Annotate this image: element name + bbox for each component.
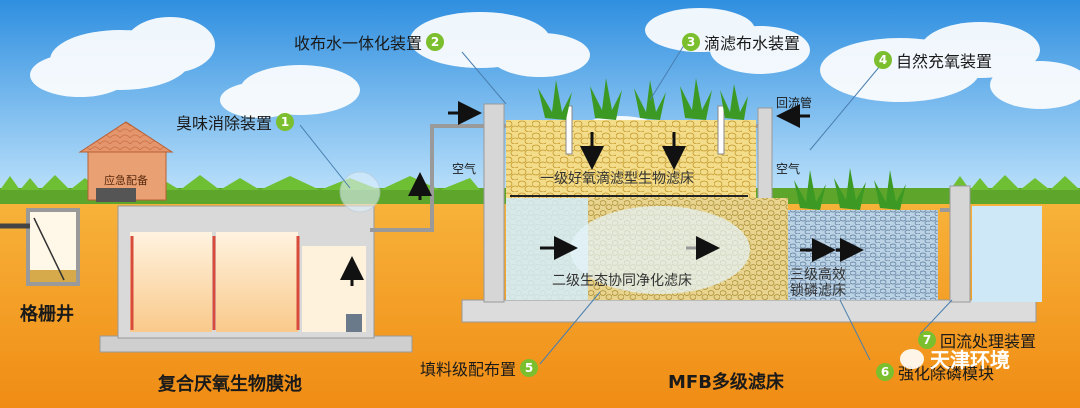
callout-5-badge: 5 [520, 359, 539, 377]
watermark-text: 天津环境 [930, 348, 1010, 372]
anaerobic-tank [99, 205, 413, 353]
callout-5: 填料级配布置 5 [420, 356, 539, 380]
callout-4: 4 自然充氧装置 [874, 48, 992, 72]
callout-4-badge: 4 [874, 51, 892, 69]
mfb-filter [461, 103, 1042, 323]
callout-3-text: 滴滤布水装置 [704, 34, 801, 53]
callout-3-badge: 3 [682, 33, 700, 51]
callout-2-text: 收布水一体化装置 [294, 34, 423, 53]
watermark: 天津环境 [900, 344, 1010, 373]
callout-5-text: 填料级配布置 [420, 360, 517, 379]
label-emergency: 应急配备 [104, 174, 148, 187]
label-air-right: 空气 [776, 162, 801, 176]
label-stage1: 一级好氧滴滤型生物滤床 [540, 171, 694, 187]
grating-well [0, 208, 80, 286]
callout-7-badge: 7 [918, 331, 936, 349]
wechat-icon [900, 348, 924, 369]
leader-lines [299, 41, 953, 365]
label-mfb-filter: MFB多级滤床 [668, 372, 784, 393]
callout-6-text: 强化除磷模块 [898, 364, 995, 383]
label-grating-well: 格栅井 [20, 304, 74, 325]
callout-7-text: 回流处理装置 [940, 332, 1037, 351]
callout-3: 3 滴滤布水装置 [682, 30, 800, 54]
label-stage2: 二级生态协同净化滤床 [552, 273, 692, 289]
label-stage3-line2: 锁磷滤床 [790, 283, 846, 299]
callout-1: 臭味消除装置 1 [176, 110, 295, 134]
callout-4-text: 自然充氧装置 [896, 52, 993, 71]
callout-6-badge: 6 [876, 363, 894, 381]
callout-1-badge: 1 [276, 113, 295, 131]
callout-6: 6 强化除磷模块 [876, 360, 994, 384]
callout-1-text: 臭味消除装置 [176, 114, 273, 133]
callout-2: 收布水一体化装置 2 [294, 30, 445, 54]
callout-7: 7 回流处理装置 [918, 328, 1036, 352]
emergency-shed [78, 121, 174, 202]
flow-arrows [340, 101, 864, 286]
callout-2-badge: 2 [426, 33, 445, 51]
label-return-pipe: 回流管 [776, 96, 813, 110]
label-anaerobic-tank: 复合厌氧生物膜池 [158, 374, 302, 395]
label-air-left: 空气 [452, 162, 477, 176]
label-stage3-line1: 三级高效 [790, 267, 846, 283]
